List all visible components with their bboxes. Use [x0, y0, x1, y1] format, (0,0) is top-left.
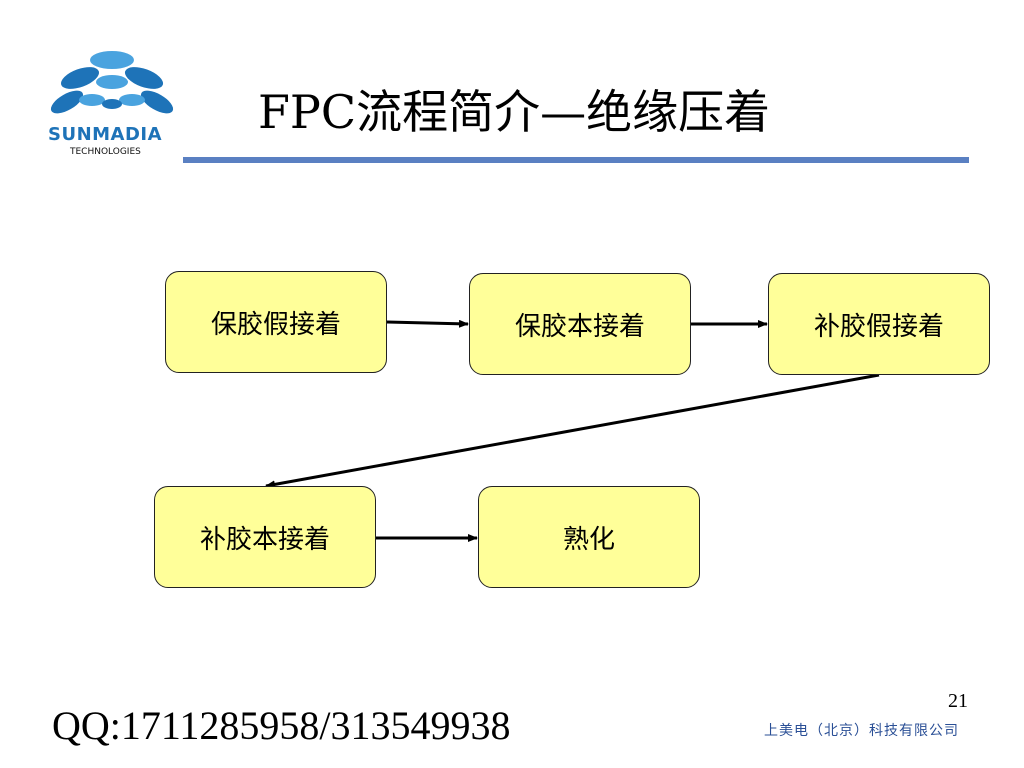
logo-petal [102, 99, 122, 109]
logo-petal [50, 90, 84, 114]
title-underline [183, 157, 969, 163]
logo-petal [140, 90, 174, 114]
flow-step-label: 保胶本接着 [514, 311, 645, 342]
logo-petal [124, 67, 164, 89]
flow-step-4: 补胶本接着 [154, 486, 376, 588]
arrow-step3-to-step4 [265, 373, 880, 489]
page-number: 21 [948, 690, 968, 712]
logo-petal [96, 75, 128, 89]
logo-petal [119, 94, 145, 106]
flow-step-label: 熟化 [562, 524, 615, 555]
flow-step-2: 保胶本接着 [469, 273, 691, 375]
flow-step-3: 补胶假接着 [768, 273, 990, 375]
logo-subtitle: TECHNOLOGIES [70, 147, 141, 157]
slide-title: FPC流程简介—绝缘压着 [258, 85, 771, 139]
flow-step-1: 保胶假接着 [165, 271, 387, 373]
qq-contact: QQ:1711285958/313549938 [52, 703, 511, 748]
logo-petal [79, 94, 105, 106]
flow-step-label: 补胶假接着 [813, 311, 944, 342]
logo-petal [90, 51, 134, 69]
sunmadia-logo [50, 51, 174, 114]
arrow-step1-to-step2 [386, 319, 469, 328]
logo-petal [60, 67, 100, 89]
company-name: 上美电（北京）科技有限公司 [764, 723, 959, 739]
flow-step-label: 保胶假接着 [210, 309, 341, 340]
flow-step-5: 熟化 [478, 486, 700, 588]
flow-step-label: 补胶本接着 [199, 524, 330, 555]
logo-wordmark: SUNMADIA [48, 124, 163, 145]
